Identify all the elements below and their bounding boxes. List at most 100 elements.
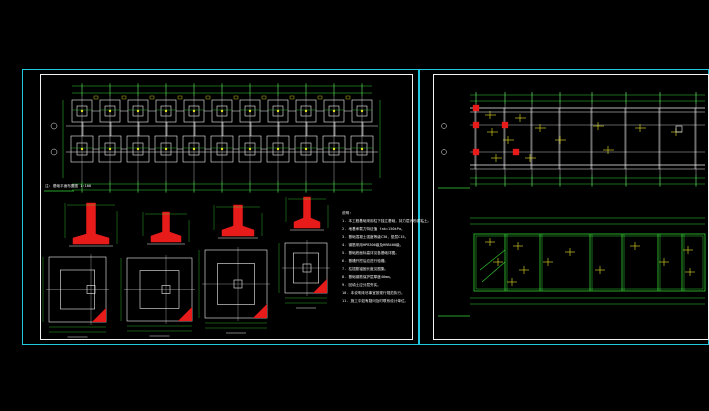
rebar-hatch — [178, 307, 192, 321]
slab-outline-inner — [475, 235, 704, 290]
notes-line: 11. 施工中如有疑问及时联系设计单位。 — [342, 299, 409, 303]
tag-box — [205, 95, 211, 100]
footing-pad-step — [272, 142, 284, 156]
column-block — [472, 148, 480, 156]
tag-box — [233, 95, 239, 100]
left-sheet-frame — [22, 69, 419, 345]
right-sheet-border — [433, 74, 709, 340]
column-mark — [360, 109, 364, 113]
notes-line: 8. 基础钢筋保护层厚度40mm。 — [342, 275, 394, 279]
footing-pad-step — [356, 142, 368, 156]
footing-section — [72, 202, 110, 245]
plan-note: 注: 基础平面布置图 1:100 — [45, 184, 92, 188]
footing-pad-step — [272, 105, 284, 117]
footing-pad-step — [160, 142, 172, 156]
column-mark — [164, 109, 168, 113]
column-mark — [304, 147, 308, 151]
footing-section — [150, 211, 182, 243]
tag-box — [121, 95, 127, 100]
rebar-hatch — [253, 304, 267, 318]
tag-box — [177, 95, 183, 100]
footing-section — [221, 204, 255, 237]
footing-detail-1 — [42, 202, 118, 338]
footing-detail-4 — [278, 196, 330, 309]
axis-bubble — [50, 122, 58, 130]
column-mark — [136, 147, 140, 151]
footing-section — [293, 196, 321, 229]
column-mark — [220, 147, 224, 151]
column-block — [501, 121, 509, 129]
axis-bubble — [441, 149, 447, 155]
column-mark — [192, 147, 196, 151]
slab-outline — [473, 233, 706, 292]
rebar-hatch — [92, 308, 106, 322]
notes-line: 5. 基础底面标高详见各基础详图。 — [342, 251, 399, 255]
notes-title: 说明: — [342, 211, 352, 215]
column-mark — [80, 147, 84, 151]
general-notes: 说明: 1. 本工程基础采用柱下独立基础，持力层为粉质粘土。 2. 地基承载力特… — [342, 209, 431, 305]
column-mark — [248, 109, 252, 113]
column-block — [472, 121, 480, 129]
notes-line: 6. 基槽开挖后应进行验槽。 — [342, 259, 389, 263]
column-mark — [164, 147, 168, 151]
footing-pad-step — [132, 105, 144, 117]
column-block — [472, 104, 480, 112]
footing-pad-step — [104, 142, 116, 156]
column-mark — [220, 109, 224, 113]
footing-pad-step — [216, 105, 228, 117]
footing-pad-step — [188, 105, 200, 117]
notes-line: 3. 基础混凝土强度等级C30，垫层C15。 — [342, 235, 409, 239]
tag-box — [317, 95, 323, 100]
tag-box — [149, 95, 155, 100]
rebar-hatch — [313, 279, 327, 293]
notes-line: 2. 地基承载力特征值 fak=150kPa。 — [342, 227, 405, 231]
foundation-plan — [44, 83, 381, 193]
footing-pad-step — [132, 142, 144, 156]
footing-pad-step — [244, 142, 256, 156]
footing-detail-2 — [120, 211, 195, 337]
notes-line: 7. 柱插筋锚固长度见图集。 — [342, 267, 389, 271]
column-mark — [360, 147, 364, 151]
tag-box — [261, 95, 267, 100]
tag-box — [289, 95, 295, 100]
column-mark — [136, 109, 140, 113]
notes-line: 10. 本说明未尽事宜按现行规范执行。 — [342, 291, 405, 295]
lower-plan — [438, 217, 706, 317]
footing-pad-step — [188, 142, 200, 156]
footing-pad-step — [328, 142, 340, 156]
column-block — [512, 148, 520, 156]
footing-pad-step — [300, 105, 312, 117]
tag-box — [345, 95, 351, 100]
axis-bubble — [441, 123, 447, 129]
stair-line — [481, 261, 506, 283]
opening-box — [675, 125, 683, 133]
left-sheet-border — [40, 74, 413, 340]
column-mark — [108, 147, 112, 151]
notes-line: 4. 钢筋采用HPB300级及HRB400级。 — [342, 243, 404, 247]
column-mark — [304, 109, 308, 113]
footing-pad-step — [356, 105, 368, 117]
footing-pad-step — [76, 105, 88, 117]
column-mark — [192, 109, 196, 113]
notes-line: 1. 本工程基础采用柱下独立基础，持力层为粉质粘土。 — [342, 219, 432, 223]
column-mark — [332, 109, 336, 113]
stair-line — [479, 249, 506, 271]
axis-bubble — [50, 148, 58, 156]
column-mark — [276, 147, 280, 151]
tag-box — [93, 95, 99, 100]
column-mark — [332, 147, 336, 151]
column-mark — [108, 109, 112, 113]
footing-pad-step — [328, 105, 340, 117]
footing-pad-step — [216, 142, 228, 156]
footing-pad-step — [76, 142, 88, 156]
upper-plan — [438, 92, 705, 189]
footing-pad-step — [160, 105, 172, 117]
footing-pad-step — [300, 142, 312, 156]
notes-line: 9. 回填土应分层夯实。 — [342, 283, 381, 287]
column-mark — [248, 147, 252, 151]
column-mark — [80, 109, 84, 113]
column-mark — [276, 109, 280, 113]
footing-pad-step — [244, 105, 256, 117]
footing-detail-3 — [198, 204, 270, 334]
